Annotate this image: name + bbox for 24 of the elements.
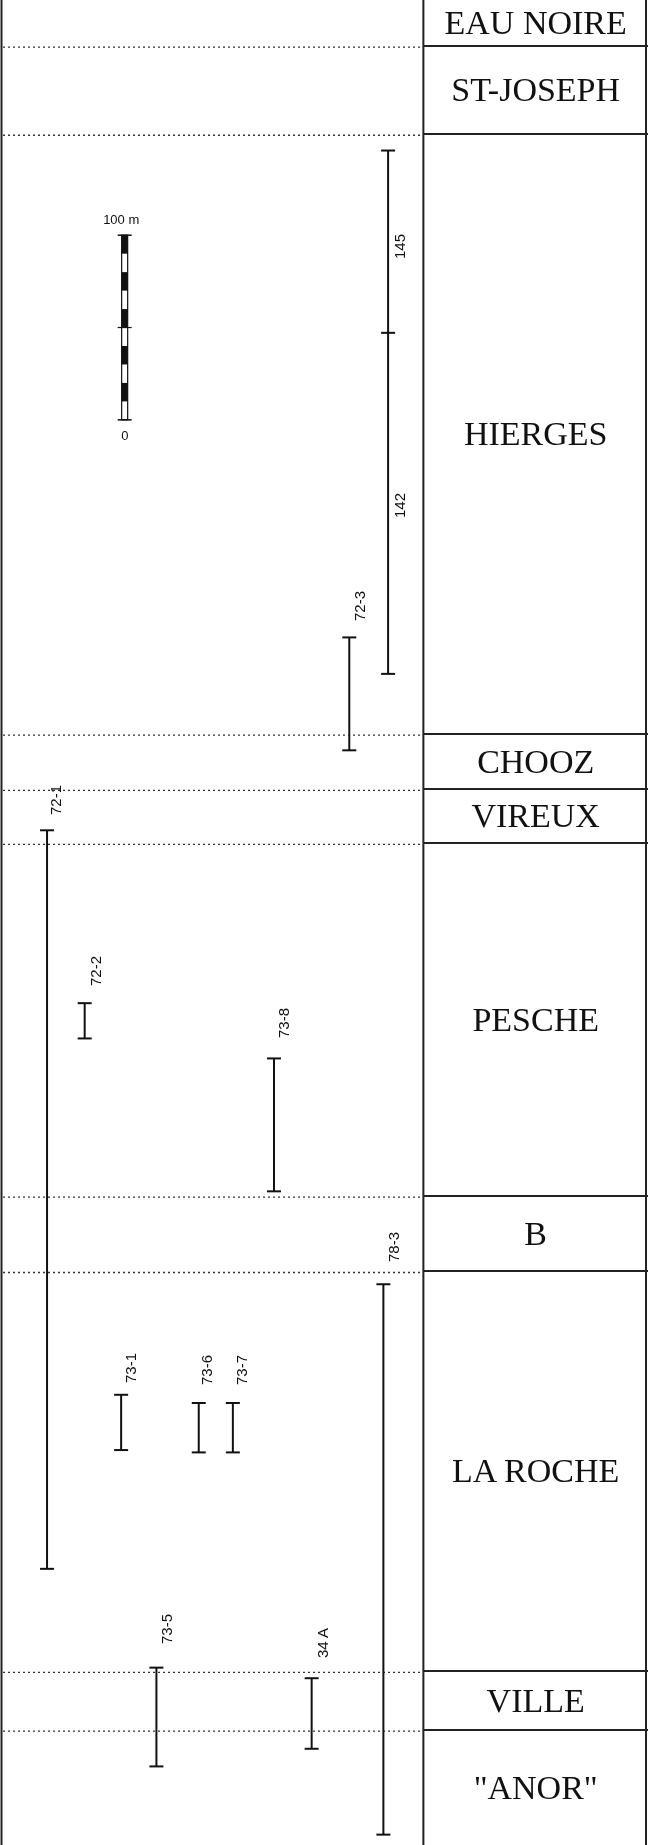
formation-name: VILLE [486,1681,585,1720]
sample-label: 72-1 [47,784,63,815]
formation-name: PESCHE [472,1000,599,1039]
sample-label: 78-3 [386,1231,402,1262]
formation-name: HIERGES [463,415,608,454]
sample-label: 73-6 [199,1355,215,1386]
sample-label: 145 [392,234,408,260]
formation-name: LA ROCHE [452,1452,620,1491]
sample-label: 142 [392,493,408,519]
formation-name: VIREUX [471,797,600,836]
sample-label: 72-3 [352,590,368,621]
sample-label: 73-1 [123,1352,139,1383]
sample-label: 34 A [314,1627,330,1658]
scale-label: 100 m [103,213,140,227]
scale-label: 0 [121,428,129,442]
formation-name: CHOOZ [477,742,595,781]
formation-name: "ANOR" [473,1768,598,1807]
sample-label: 73-8 [275,1008,291,1039]
formation-name: B [524,1214,547,1253]
sample-label: 73-5 [159,1613,175,1644]
sample-label: 72-2 [87,956,103,987]
formation-name: EAU NOIRE [444,3,627,42]
formation-name: ST-JOSEPH [451,71,621,110]
sample-label: 73-7 [233,1355,249,1386]
